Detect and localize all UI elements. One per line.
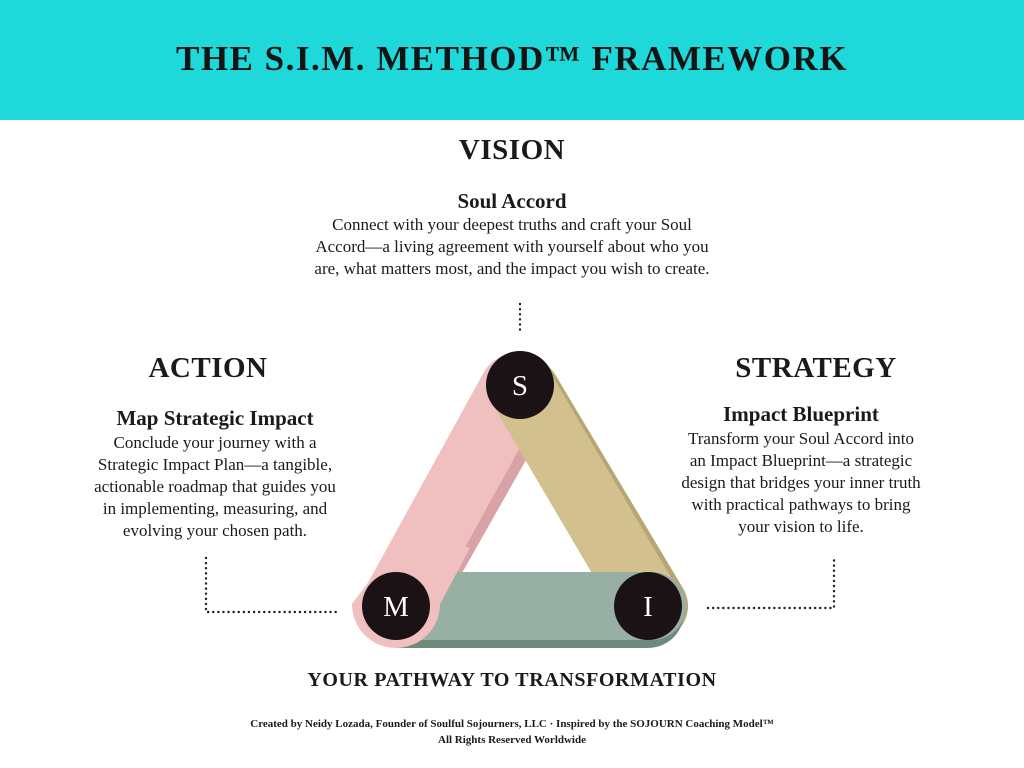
- framework-title: THE S.I.M. METHOD™ FRAMEWORK: [175, 39, 849, 78]
- strategy-line: an Impact Blueprint—a strategic: [689, 451, 913, 470]
- action-line: Strategic Impact Plan—a tangible,: [97, 455, 333, 474]
- vision-subtitle: Soul Accord: [457, 189, 567, 213]
- vision-description: Connect with your deepest truths and cra…: [212, 214, 812, 280]
- action-connector-dots: [204, 556, 338, 614]
- strategy-line: design that bridges your inner truth: [681, 473, 921, 492]
- strategy-line: with practical pathways to bring: [691, 495, 911, 514]
- tan-band: [487, 353, 679, 633]
- vision-line: Connect with your deepest truths and cra…: [332, 215, 692, 234]
- action-line: actionable roadmap that guides you: [94, 477, 336, 496]
- vision-line: are, what matters most, and the impact y…: [314, 259, 710, 278]
- footer-credit: Created by Neidy Lozada, Founder of Soul…: [250, 718, 774, 730]
- strategy-connector-dots: [706, 554, 836, 610]
- action-subtitle: Map Strategic Impact: [116, 406, 314, 430]
- node-m-letter: M: [383, 591, 409, 623]
- action-line: evolving your chosen path.: [122, 521, 308, 540]
- strategy-subtitle: Impact Blueprint: [723, 402, 879, 426]
- strategy-description: Transform your Soul Accord into an Impac…: [641, 428, 961, 538]
- header-banner: THE S.I.M. METHOD™ FRAMEWORK: [0, 0, 1024, 120]
- footer-rights: All Rights Reserved Worldwide: [438, 734, 586, 746]
- node-m: [362, 572, 430, 640]
- node-i-letter: I: [643, 591, 653, 623]
- node-s: [486, 351, 554, 419]
- pathway-tagline: YOUR PATHWAY TO TRANSFORMATION: [307, 669, 717, 691]
- action-line: in implementing, measuring, and: [102, 499, 328, 518]
- strategy-line: your vision to life.: [738, 517, 864, 536]
- action-line: Conclude your journey with a: [113, 433, 317, 452]
- action-description: Conclude your journey with a Strategic I…: [58, 432, 372, 542]
- node-s-letter: S: [512, 370, 528, 402]
- node-i: [614, 572, 682, 640]
- strategy-line: Transform your Soul Accord into: [687, 429, 915, 448]
- vision-line: Accord—a living agreement with yourself …: [315, 237, 709, 256]
- strategy-heading: STRATEGY: [735, 352, 897, 384]
- action-heading: ACTION: [148, 352, 268, 384]
- vision-heading: VISION: [458, 134, 566, 166]
